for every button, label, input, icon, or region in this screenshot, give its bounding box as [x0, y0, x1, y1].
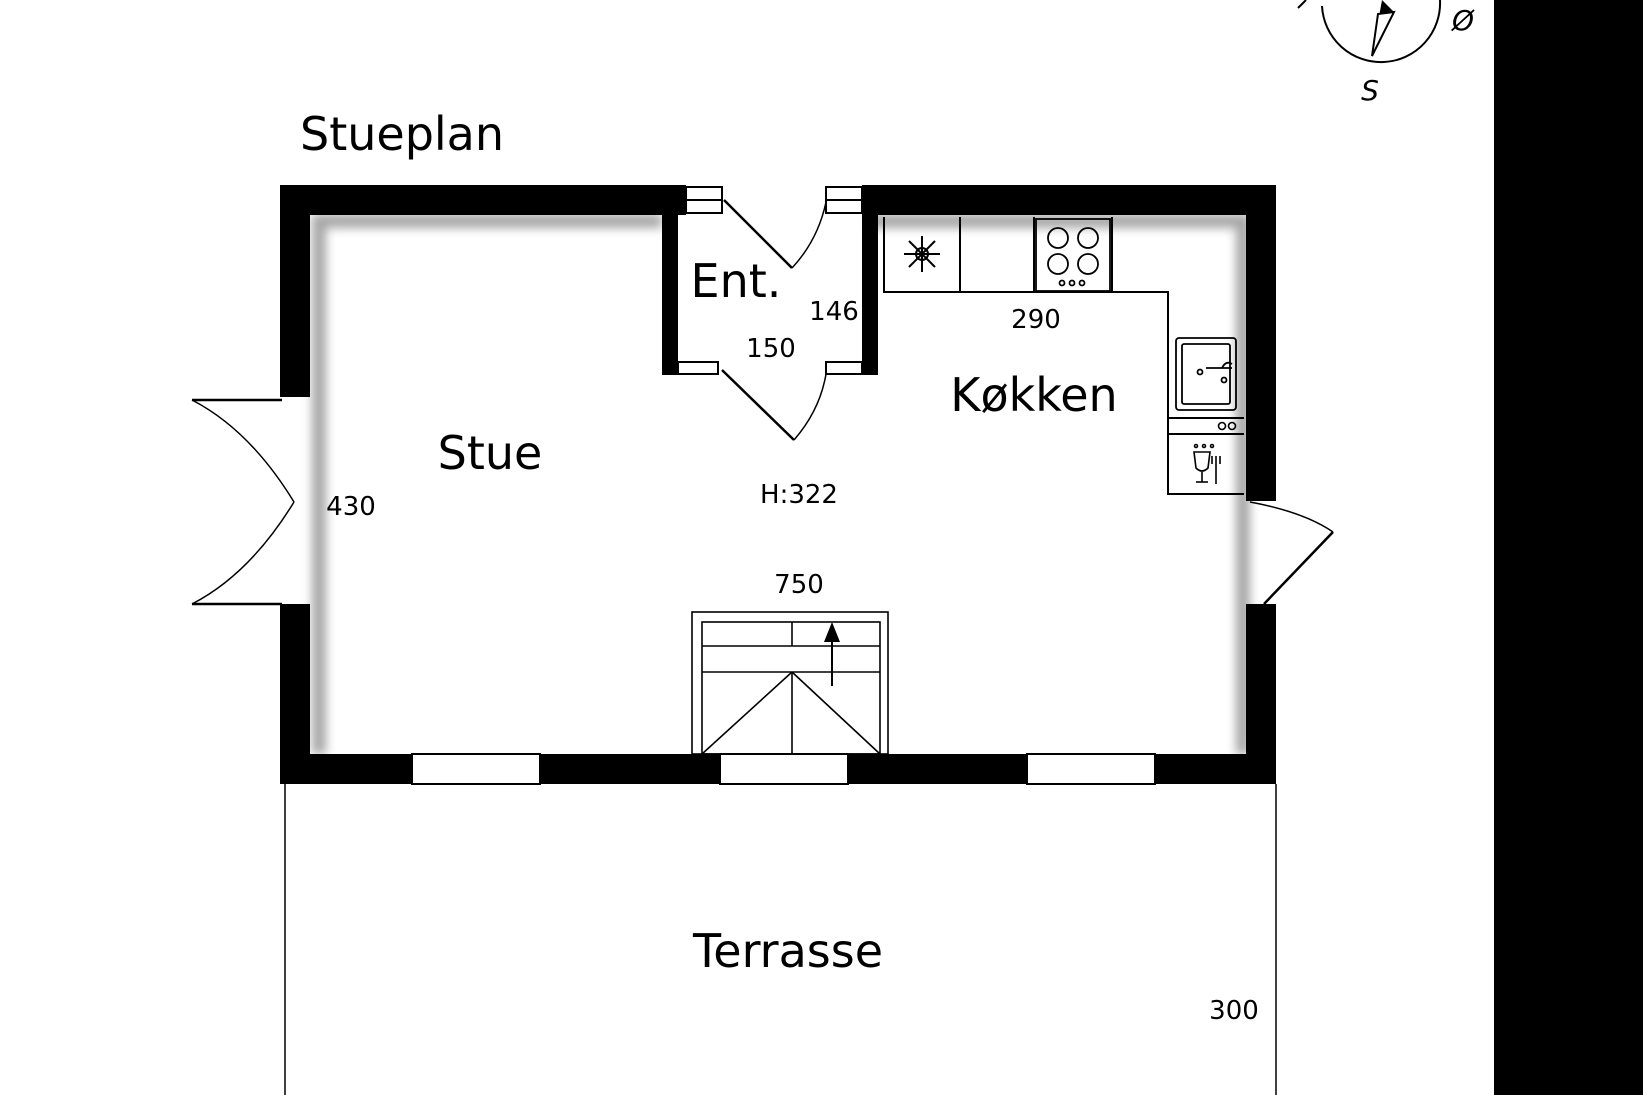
right-wall-upper — [1246, 185, 1276, 501]
page-title: Stueplan — [300, 107, 504, 161]
door-frame-inner-right — [825, 361, 863, 375]
windows — [411, 186, 1156, 785]
kitchen-counter — [883, 217, 1244, 495]
staircase — [691, 611, 889, 755]
compass-east-label: Ø — [1451, 4, 1475, 37]
room-label-kokken: Køkken — [950, 368, 1117, 422]
freezer-icon — [904, 236, 940, 272]
dimension-stue: 430 — [326, 492, 376, 522]
terrace-outline — [284, 784, 1277, 1095]
compass-south-label: S — [1361, 74, 1379, 107]
left-wall-upper — [280, 185, 310, 397]
room-label-entre: Ent. — [691, 254, 782, 308]
entre-wall-left — [662, 185, 678, 375]
ceiling-height: H:322 — [760, 480, 838, 510]
top-wall-right — [862, 185, 1276, 215]
dimension-terrace: 300 — [1209, 996, 1259, 1026]
dimension-total: 750 — [774, 570, 824, 600]
window-bottom-1 — [411, 753, 541, 785]
window-bottom-2 — [719, 753, 849, 785]
sink-icon — [1175, 337, 1237, 411]
room-label-terrasse: Terrasse — [692, 924, 883, 978]
entre-wall-right — [862, 185, 878, 375]
dimension-entre-depth: 150 — [746, 334, 796, 364]
dishwasher-icon — [1193, 421, 1237, 484]
top-wall-left — [280, 185, 686, 215]
edge-strip — [1494, 0, 1643, 1095]
window-bottom-3 — [1026, 753, 1156, 785]
compass-icon — [1297, 0, 1442, 64]
dimension-entre-width: 146 — [809, 297, 859, 327]
stove-icon — [1035, 218, 1111, 292]
doors — [191, 199, 1334, 606]
room-label-stue: Stue — [438, 426, 543, 480]
stair-arrow-icon — [824, 622, 840, 686]
door-frame-inner-left — [677, 361, 719, 375]
dimension-kitchen: 290 — [1011, 305, 1061, 335]
